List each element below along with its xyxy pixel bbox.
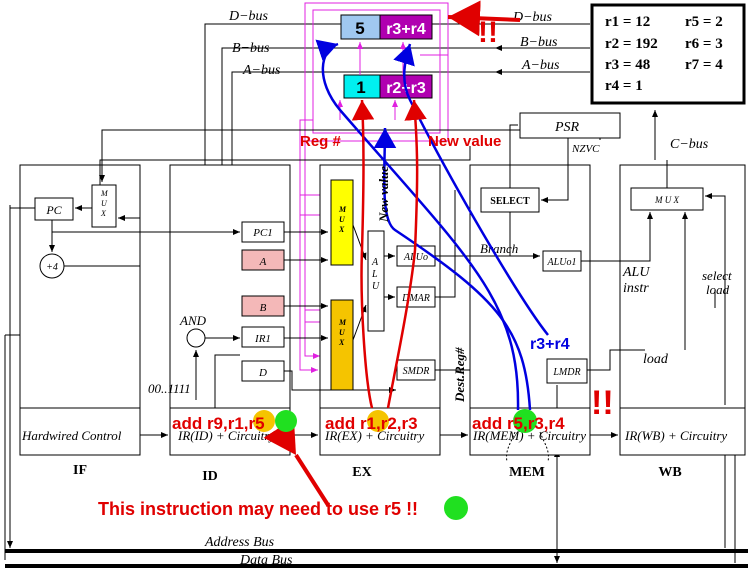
bang-top-annotation: !! <box>478 16 498 49</box>
r5-highlight-mem <box>513 409 537 433</box>
wb-mux-label: M U X <box>654 195 679 205</box>
d-label: D <box>258 367 267 379</box>
r5-highlight-note <box>444 496 468 520</box>
reg-r5: r5 = 2 <box>685 14 723 30</box>
instr-id-annotation: add r9,r1,r5 <box>172 414 265 433</box>
branch-label: Branch <box>480 241 518 256</box>
top-reg-value: r3+r4 <box>386 21 426 38</box>
r1-highlight-id <box>253 410 275 432</box>
load-label: load <box>643 352 669 367</box>
if-stage-name: IF <box>73 463 87 478</box>
reg-r4: r4 = 1 <box>605 78 643 94</box>
select-load-label-1: select <box>702 268 732 283</box>
aluo1-label: ALUo1 <box>547 257 577 268</box>
r1-highlight-ex <box>367 410 389 432</box>
ex-mux-top <box>330 179 354 266</box>
system-buses: Address Bus Data Bus <box>4 205 748 568</box>
id-stage-box-label: IR(ID) + Circuitry <box>177 428 275 443</box>
r3r4-annotation: r3+r4 <box>530 336 570 353</box>
b-bus-label-left: B−bus <box>232 41 270 56</box>
new-value-vertical-annotation: New value <box>376 166 391 223</box>
const-label: 00..1111 <box>148 381 191 396</box>
and-gate <box>186 328 206 348</box>
dmar-label: DMAR <box>401 293 430 304</box>
pipeline-stages: Hardwired Control IR(ID) + Circuitry IR(… <box>19 164 746 484</box>
instr-mem-annotation: add r5,r3,r4 <box>472 414 565 433</box>
d-bus-label-right: D−bus <box>512 10 553 25</box>
address-bus-label: Address Bus <box>204 535 275 550</box>
if-mux <box>91 184 117 228</box>
ex-stage-name: EX <box>352 465 371 480</box>
psr-label: PSR <box>554 120 580 135</box>
lmdr-label: LMDR <box>552 367 580 378</box>
mem-stage-components: SELECT PSR NZVC ALUo1 Branch LMDR <box>480 112 653 408</box>
plus4-label: +4 <box>46 262 58 273</box>
register-write-display: 5 r3+r4 1 r2+r3 <box>299 2 449 373</box>
d-bus-label-left: D−bus <box>228 9 269 24</box>
mem-stage-box-label: IR(MEM) + Circuitry <box>472 428 586 443</box>
instr-ex-annotation: add r1,r2,r3 <box>325 414 418 433</box>
wb-stage-box-label: IR(WB) + Circuitry <box>624 428 727 443</box>
reg-r2: r2 = 192 <box>605 36 658 52</box>
dest-reg-annotation: Dest.Reg# <box>452 347 467 403</box>
reg-r1: r1 = 12 <box>605 14 650 30</box>
mem-stage-name: MEM <box>509 465 545 480</box>
data-bus-label: Data Bus <box>239 553 293 568</box>
ir1-label: IR1 <box>254 333 271 345</box>
ex-stage-box-label: IR(EX) + Circuitry <box>324 428 424 443</box>
pc-register <box>34 197 74 221</box>
a-bus-label-left: A−bus <box>242 63 281 78</box>
ir1-register <box>241 326 285 348</box>
pc-label: PC <box>45 203 62 217</box>
bang-mid-annotation: !! <box>591 384 614 422</box>
a-bus-label-right: A−bus <box>521 58 560 73</box>
select-load-label-2: load <box>706 282 730 297</box>
pc1-label: PC1 <box>252 227 273 239</box>
ex-mux-bottom <box>330 299 354 391</box>
forwarding-annotations: Reg # New value New value Dest.Reg# r3+r… <box>98 0 614 520</box>
register-file-panel: r1 = 12 r2 = 192 r3 = 48 r4 = 1 r5 = 2 r… <box>590 3 746 105</box>
select-label: SELECT <box>490 196 530 207</box>
b-label: B <box>260 302 267 314</box>
select-box <box>480 187 540 213</box>
alu-instr-label-1: ALU <box>622 265 650 280</box>
reg-num-annotation: Reg # <box>300 133 342 150</box>
aluo-label: ALUo <box>403 252 428 263</box>
id-stage-name: ID <box>202 469 218 484</box>
c-bus-label: C−bus <box>670 137 709 152</box>
a-label: A <box>259 256 267 268</box>
lmdr-register <box>546 358 588 384</box>
id-stage-components: PC1 A B IR1 D AND 00..1111 <box>148 221 396 408</box>
psr-register <box>519 112 621 139</box>
bottom-reg-number: 1 <box>356 78 365 97</box>
wb-stage-components: M U X C−bus ALU instr select load load <box>622 137 732 405</box>
reg-r6: r6 = 3 <box>685 36 723 52</box>
and-label: AND <box>179 313 207 328</box>
reg-r3: r3 = 48 <box>605 57 650 73</box>
new-value-annotation: New value <box>428 133 501 150</box>
smdr-label: SMDR <box>403 366 430 377</box>
nzvc-label: NZVC <box>571 143 600 155</box>
alu-instr-label-2: instr <box>623 281 649 296</box>
wb-stage-name: WB <box>658 465 681 480</box>
if-stage-box-label: Hardwired Control <box>21 428 122 443</box>
alu-unit <box>367 230 385 332</box>
reg-r7: r7 = 4 <box>685 57 723 73</box>
b-bus-label-right: B−bus <box>520 35 558 50</box>
r5-highlight-id <box>275 410 297 432</box>
top-reg-number: 5 <box>355 19 364 38</box>
hazard-note: This instruction may need to use r5 !! <box>98 499 418 519</box>
